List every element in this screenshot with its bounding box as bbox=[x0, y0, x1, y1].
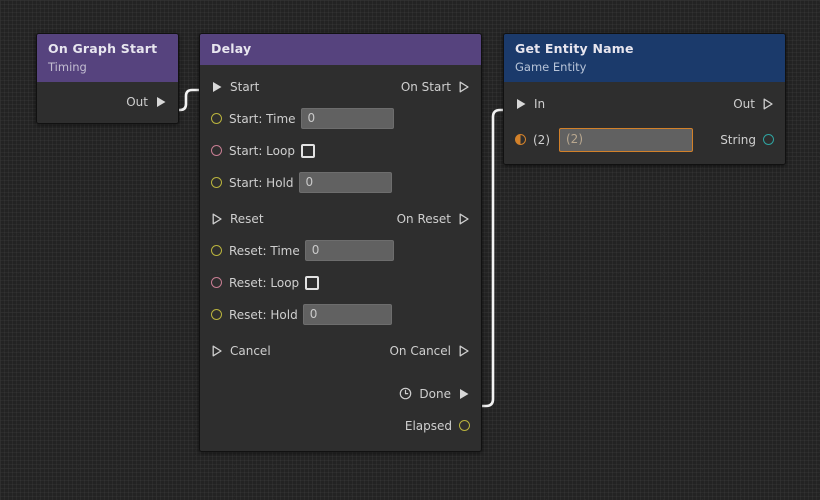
number-port-icon[interactable] bbox=[211, 113, 222, 125]
input-port-label: Start: Loop bbox=[229, 143, 295, 158]
string-port-icon[interactable] bbox=[763, 134, 774, 146]
node-body: Start On Start Start: Time bbox=[200, 65, 481, 452]
port-row-reset-loop: Reset: Loop bbox=[200, 270, 481, 295]
input-port-label: Start bbox=[230, 79, 260, 94]
output-port-label: Out bbox=[126, 94, 148, 109]
bool-port-icon[interactable] bbox=[211, 145, 222, 157]
input-port-label: Reset: Hold bbox=[229, 307, 298, 322]
spacer bbox=[200, 374, 481, 381]
node-subtitle: Game Entity bbox=[515, 60, 587, 75]
start-hold-input[interactable]: 0 bbox=[298, 172, 392, 194]
output-port-label: Done bbox=[419, 386, 451, 401]
node-header[interactable]: Get Entity Name Game Entity bbox=[504, 34, 785, 83]
output-port-label: On Cancel bbox=[389, 343, 451, 358]
bool-port-icon[interactable] bbox=[211, 277, 222, 289]
input-port-label: Cancel bbox=[230, 343, 271, 358]
spacer bbox=[200, 406, 481, 413]
exec-out-triangle-icon[interactable] bbox=[155, 96, 167, 108]
node-title: Delay bbox=[211, 41, 252, 56]
number-port-icon[interactable] bbox=[211, 245, 222, 257]
spacer bbox=[200, 231, 481, 238]
exec-in-triangle-icon[interactable] bbox=[211, 345, 223, 357]
port-row-reset-time: Reset: Time 0 bbox=[200, 238, 481, 263]
node-title: On Graph Start bbox=[48, 41, 158, 56]
node-title: Get Entity Name bbox=[515, 41, 634, 56]
spacer bbox=[200, 295, 481, 302]
start-time-input[interactable]: 0 bbox=[300, 108, 394, 130]
input-port-label: Start: Hold bbox=[229, 175, 294, 190]
exec-in-triangle-icon[interactable] bbox=[515, 98, 527, 110]
number-port-icon[interactable] bbox=[211, 309, 222, 321]
clock-icon bbox=[399, 387, 412, 400]
reset-time-input[interactable]: 0 bbox=[304, 240, 394, 262]
port-row-in-out: In Out bbox=[504, 91, 785, 116]
entity-port-icon[interactable] bbox=[515, 134, 526, 146]
output-port-label: Elapsed bbox=[404, 418, 452, 433]
exec-out-triangle-icon[interactable] bbox=[458, 345, 470, 357]
port-row-done: Done bbox=[200, 381, 481, 406]
input-port-label: In bbox=[534, 96, 546, 111]
spacer bbox=[200, 263, 481, 270]
input-port-label: Reset bbox=[230, 211, 264, 226]
spacer bbox=[504, 116, 785, 127]
node-header[interactable]: On Graph Start Timing bbox=[37, 34, 178, 83]
node-on-graph-start[interactable]: On Graph Start Timing Out bbox=[36, 33, 179, 125]
exec-in-triangle-icon[interactable] bbox=[211, 213, 223, 225]
input-port-label: Start: Time bbox=[229, 111, 296, 126]
number-port-icon[interactable] bbox=[211, 177, 222, 189]
spacer bbox=[200, 163, 481, 170]
start-loop-checkbox[interactable] bbox=[300, 143, 315, 158]
reset-hold-input[interactable]: 0 bbox=[302, 304, 392, 326]
exec-out-triangle-icon[interactable] bbox=[762, 98, 774, 110]
port-row-start-time: Start: Time 0 bbox=[200, 106, 481, 131]
entity-reference-input[interactable]: (2) bbox=[559, 127, 693, 152]
port-row-entity: (2) (2) String bbox=[504, 127, 785, 152]
output-port-label: String bbox=[720, 132, 756, 147]
spacer bbox=[200, 99, 481, 106]
input-port-label: Reset: Time bbox=[229, 243, 300, 258]
exec-in-triangle-icon[interactable] bbox=[211, 81, 223, 93]
output-port-label: Out bbox=[733, 96, 755, 111]
output-port-label: On Reset bbox=[396, 211, 451, 226]
exec-out-triangle-icon[interactable] bbox=[458, 388, 470, 400]
node-body: Out bbox=[37, 82, 178, 124]
input-port-label: Reset: Loop bbox=[229, 275, 300, 290]
spacer bbox=[200, 195, 481, 206]
exec-out-triangle-icon[interactable] bbox=[458, 81, 470, 93]
port-row-start-loop: Start: Loop bbox=[200, 138, 481, 163]
node-header[interactable]: Delay bbox=[200, 34, 481, 66]
port-row-start-hold: Start: Hold 0 bbox=[200, 170, 481, 195]
node-subtitle: Timing bbox=[48, 60, 87, 75]
port-row-reset-hold: Reset: Hold 0 bbox=[200, 302, 481, 327]
port-row-elapsed: Elapsed bbox=[200, 413, 481, 438]
port-row-reset: Reset On Reset bbox=[200, 206, 481, 231]
port-row-out: Out bbox=[37, 89, 178, 114]
spacer bbox=[200, 131, 481, 138]
output-port-label: On Start bbox=[400, 79, 451, 94]
reset-loop-checkbox[interactable] bbox=[305, 275, 320, 290]
input-port-label: (2) bbox=[533, 132, 550, 147]
port-row-cancel: Cancel On Cancel bbox=[200, 338, 481, 363]
exec-out-triangle-icon[interactable] bbox=[458, 213, 470, 225]
node-delay[interactable]: Delay Start On Start bbox=[199, 33, 482, 453]
node-body: In Out (2) (2) bbox=[504, 82, 785, 165]
port-row-start: Start On Start bbox=[200, 74, 481, 99]
number-port-icon[interactable] bbox=[459, 420, 470, 432]
node-get-entity-name[interactable]: Get Entity Name Game Entity In Out bbox=[503, 33, 786, 166]
spacer bbox=[200, 363, 481, 374]
spacer bbox=[200, 327, 481, 338]
